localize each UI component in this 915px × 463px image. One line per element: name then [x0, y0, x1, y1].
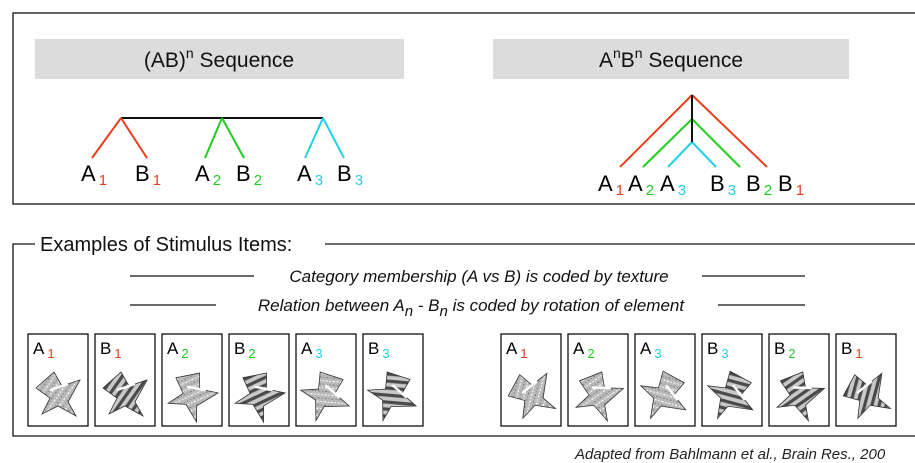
shape-gap: [49, 382, 69, 392]
right-sequence-tree: [619, 94, 768, 168]
shape-gap: [521, 380, 538, 394]
shape-gap: [186, 385, 206, 392]
branch-a1: [91, 117, 122, 159]
branch-green-right: [691, 118, 741, 168]
right-header-title: AnBn Sequence: [599, 45, 743, 72]
credit-line: Adapted from Bahlmann et al., Brain Res.…: [574, 446, 886, 463]
branch-b3: [322, 117, 345, 159]
branch-green-left: [642, 118, 693, 168]
shape-gap: [732, 384, 746, 401]
branch-cyan-left: [667, 141, 693, 168]
stimulus-shape: [299, 371, 351, 423]
shape-gap: [324, 384, 341, 399]
branch-b1: [120, 117, 148, 159]
stimulus-shape: [639, 370, 687, 420]
left-sequence-tree: [91, 117, 345, 159]
shape-gap: [253, 385, 273, 392]
branch-a2: [204, 117, 223, 159]
shape-gap: [856, 380, 873, 394]
stimulus-shape: [842, 372, 892, 420]
right-header-bar: [493, 39, 849, 79]
stimulus-shape: [706, 370, 754, 420]
stimulus-shape: [366, 371, 418, 423]
left-header-title: (AB)n Sequence: [144, 45, 294, 72]
shape-gap: [116, 382, 136, 392]
branch-red-right: [691, 94, 768, 168]
branch-a3: [304, 117, 324, 159]
shape-gap: [391, 384, 408, 399]
stimulus-shape: [35, 371, 81, 418]
left-header-bar: [35, 39, 404, 79]
branch-b2: [221, 117, 245, 159]
stimulus-shape: [166, 372, 220, 424]
stimulus-shape: [102, 371, 148, 418]
shape-gap: [792, 386, 812, 390]
bottom-panel-frame: [12, 243, 915, 437]
stimulus-shape: [507, 372, 557, 420]
branch-red-left: [619, 94, 693, 168]
stimulus-section-title: Examples of Stimulus Items:: [40, 234, 292, 256]
shape-gap: [591, 386, 611, 390]
top-panel-frame: [12, 12, 915, 205]
stimulus-shape: [574, 371, 625, 423]
stimulus-shape: [775, 371, 826, 423]
stimulus-shape: [233, 372, 287, 424]
card-frame: [835, 333, 897, 427]
texture-description: Category membership (A vs B) is coded by…: [289, 267, 668, 286]
shape-gap: [665, 384, 679, 401]
rotation-description: Relation between An - Bn is coded by rot…: [258, 296, 685, 320]
card-frame: [500, 333, 562, 427]
branch-cyan-right: [691, 141, 717, 168]
